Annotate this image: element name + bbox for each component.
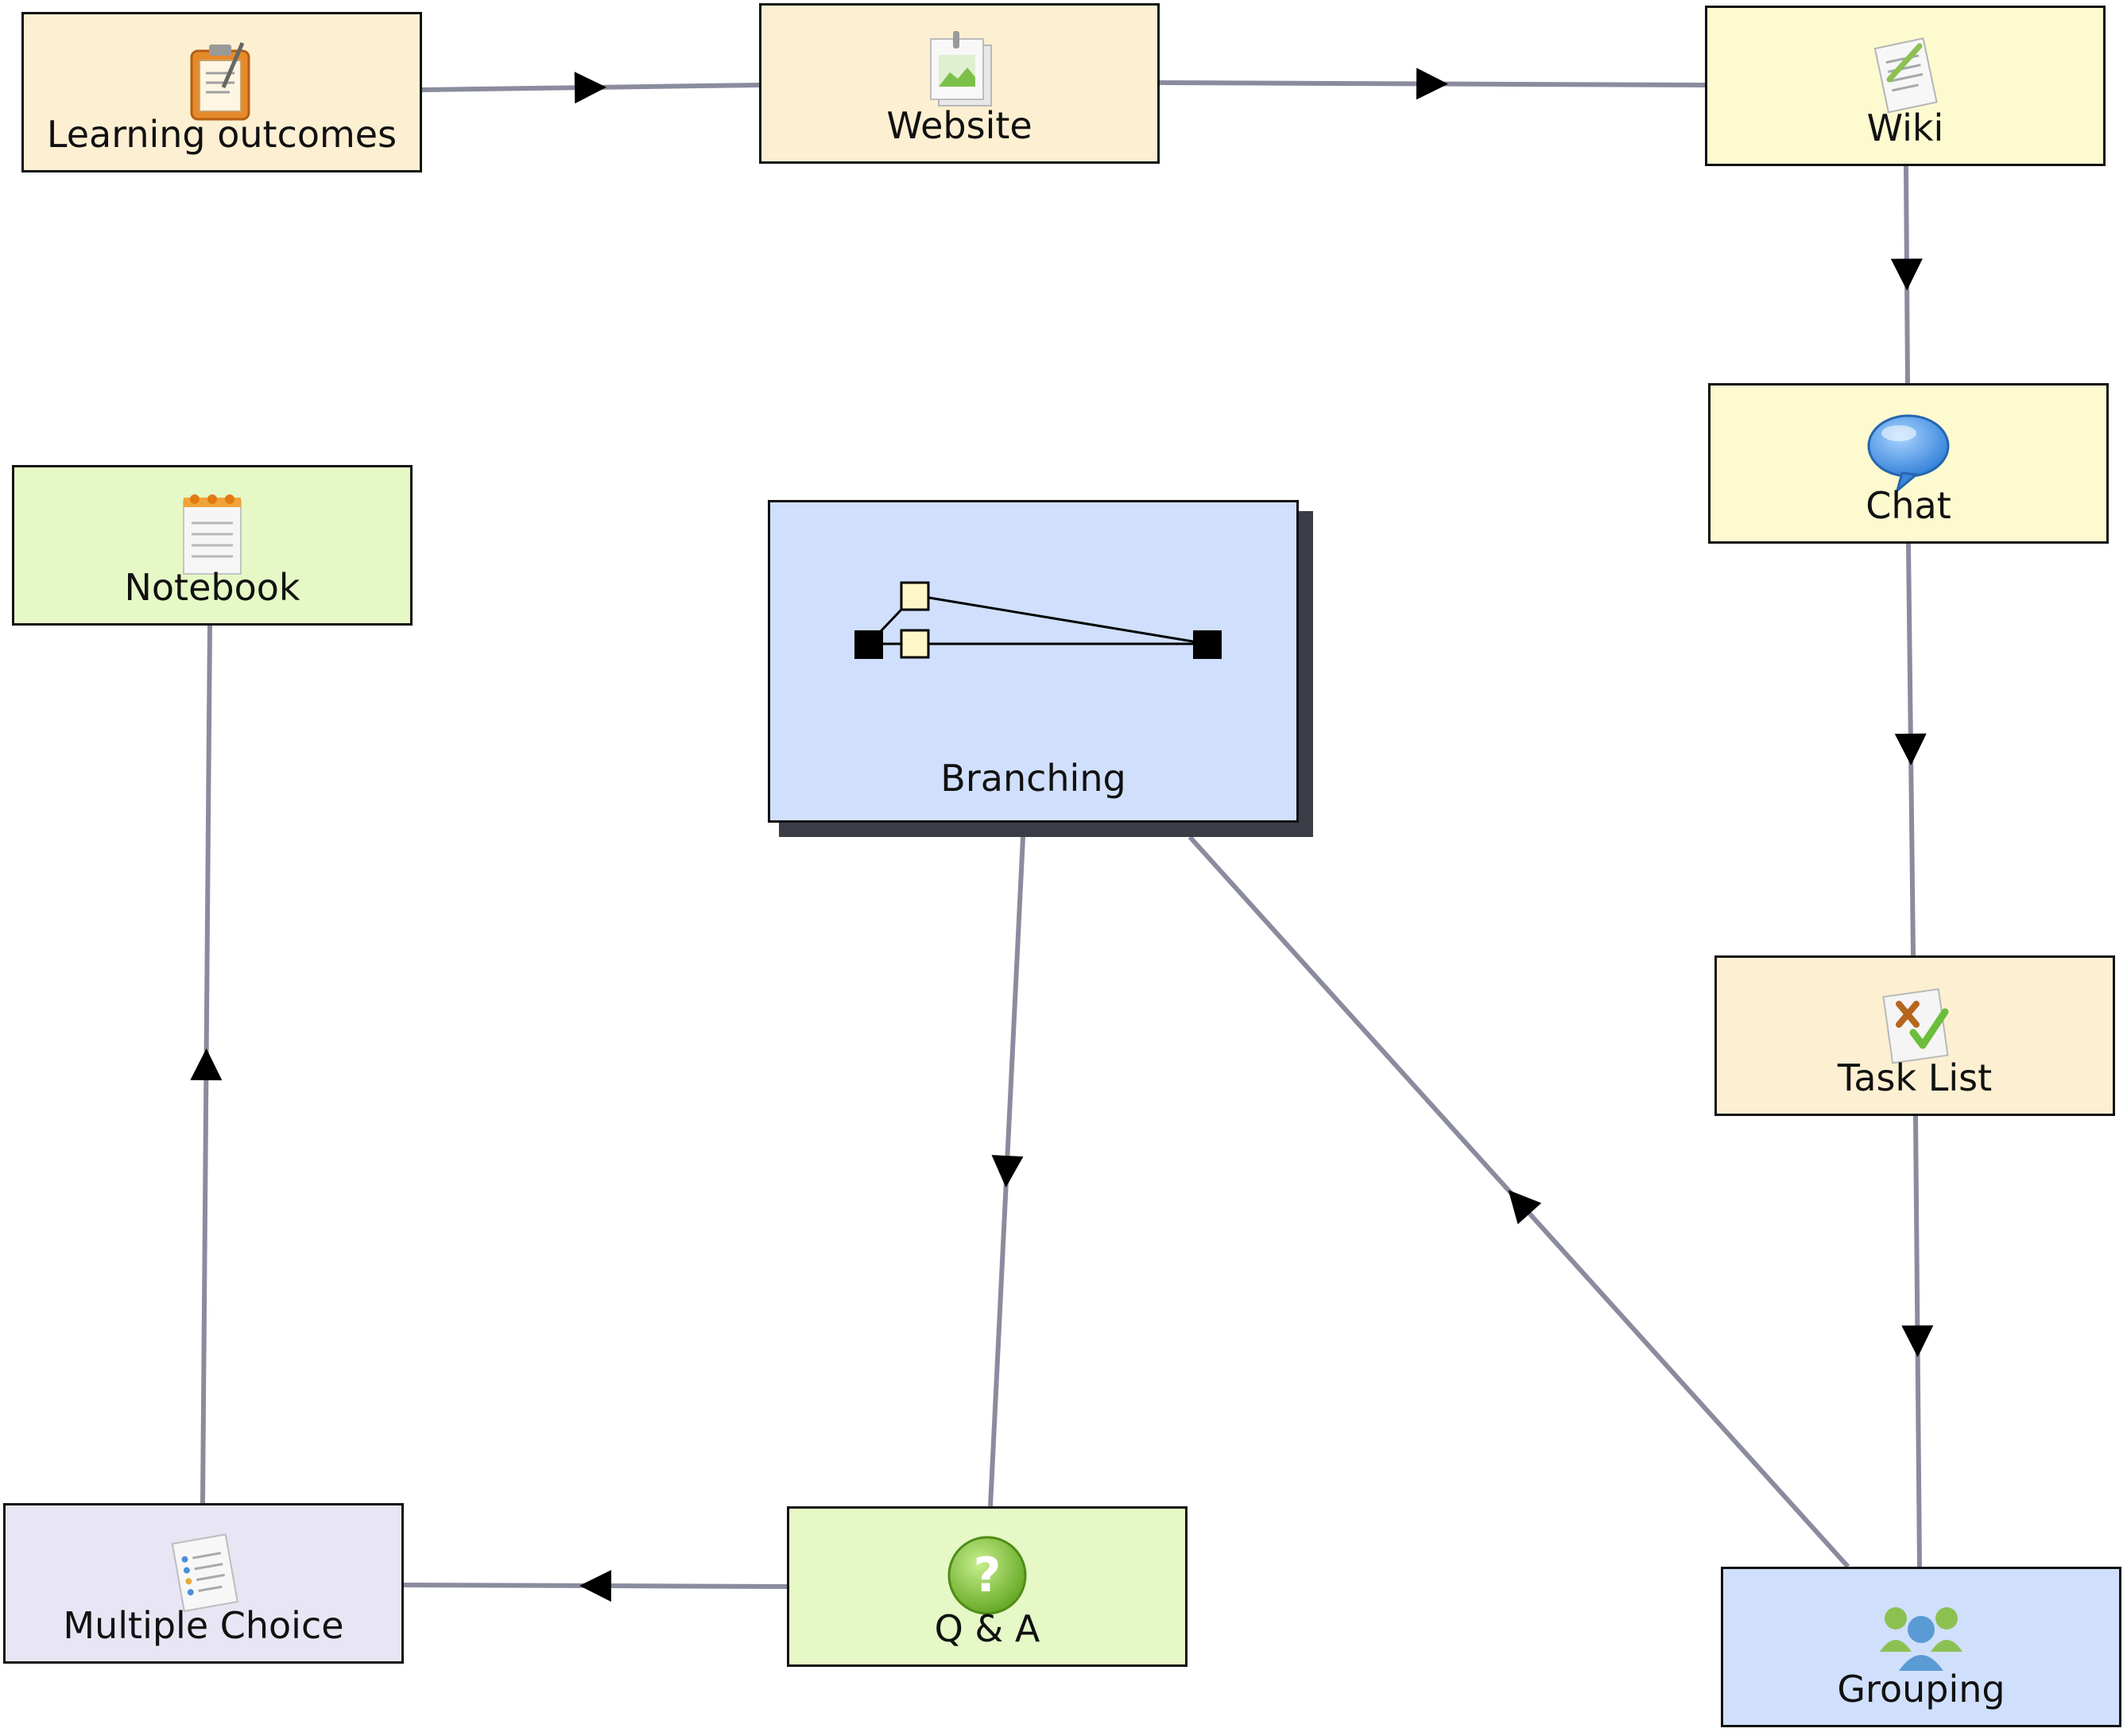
qa-activity[interactable]: ? Q & A	[787, 1506, 1187, 1667]
clipboard-icon	[190, 42, 250, 121]
chat-activity[interactable]: Chat	[1708, 383, 2109, 544]
checklist-icon	[1882, 988, 1949, 1064]
branching-icon	[854, 581, 1222, 659]
website-activity[interactable]: Website	[759, 3, 1160, 164]
arrowhead-chat-to-task_list	[1894, 733, 1927, 765]
arrowhead-branching-to-qa	[991, 1155, 1024, 1188]
node-label: Task List	[1837, 1056, 1993, 1099]
node-label: Grouping	[1837, 1668, 2005, 1711]
node-label: Notebook	[124, 566, 300, 609]
learning-outcomes-activity[interactable]: Learning outcomes	[21, 12, 422, 172]
arrowhead-qa-to-multiple_choice	[579, 1570, 612, 1602]
node-label: Wiki	[1866, 107, 1944, 149]
node-label: Website	[886, 104, 1033, 147]
arrowhead-website-to-wiki	[1416, 68, 1448, 100]
people-group-icon	[1880, 1607, 1962, 1671]
arrowhead-grouping-to-branching	[1508, 1190, 1542, 1225]
node-label: Chat	[1865, 484, 1951, 527]
svg-text:?: ?	[974, 1548, 1002, 1603]
grouping-activity[interactable]: Grouping	[1721, 1567, 2121, 1727]
notebook-activity[interactable]: Notebook	[12, 465, 413, 626]
image-page-icon	[930, 31, 992, 107]
node-label: Branching	[940, 757, 1126, 800]
wiki-activity[interactable]: Wiki	[1705, 6, 2106, 166]
question-icon: ?	[947, 1536, 1027, 1615]
node-label: Learning outcomes	[46, 113, 397, 156]
task-list-activity[interactable]: Task List	[1714, 955, 2115, 1116]
branching-activity[interactable]: Branching	[768, 500, 1299, 823]
speech-bubble-icon	[1867, 414, 1950, 494]
document-pencil-icon	[1873, 37, 1938, 114]
multiple-choice-activity[interactable]: Multiple Choice	[3, 1503, 404, 1664]
arrowhead-task_list-to-grouping	[1901, 1325, 1934, 1358]
arrowhead-multiple_choice-to-notebook	[190, 1048, 223, 1081]
node-label: Q & A	[934, 1607, 1040, 1650]
node-label: Multiple Choice	[63, 1604, 344, 1647]
arrowhead-wiki-to-chat	[1890, 258, 1923, 291]
list-page-icon	[171, 1533, 238, 1613]
arrowhead-learning_outcomes-to-website	[574, 72, 606, 104]
notepad-icon	[183, 494, 242, 575]
